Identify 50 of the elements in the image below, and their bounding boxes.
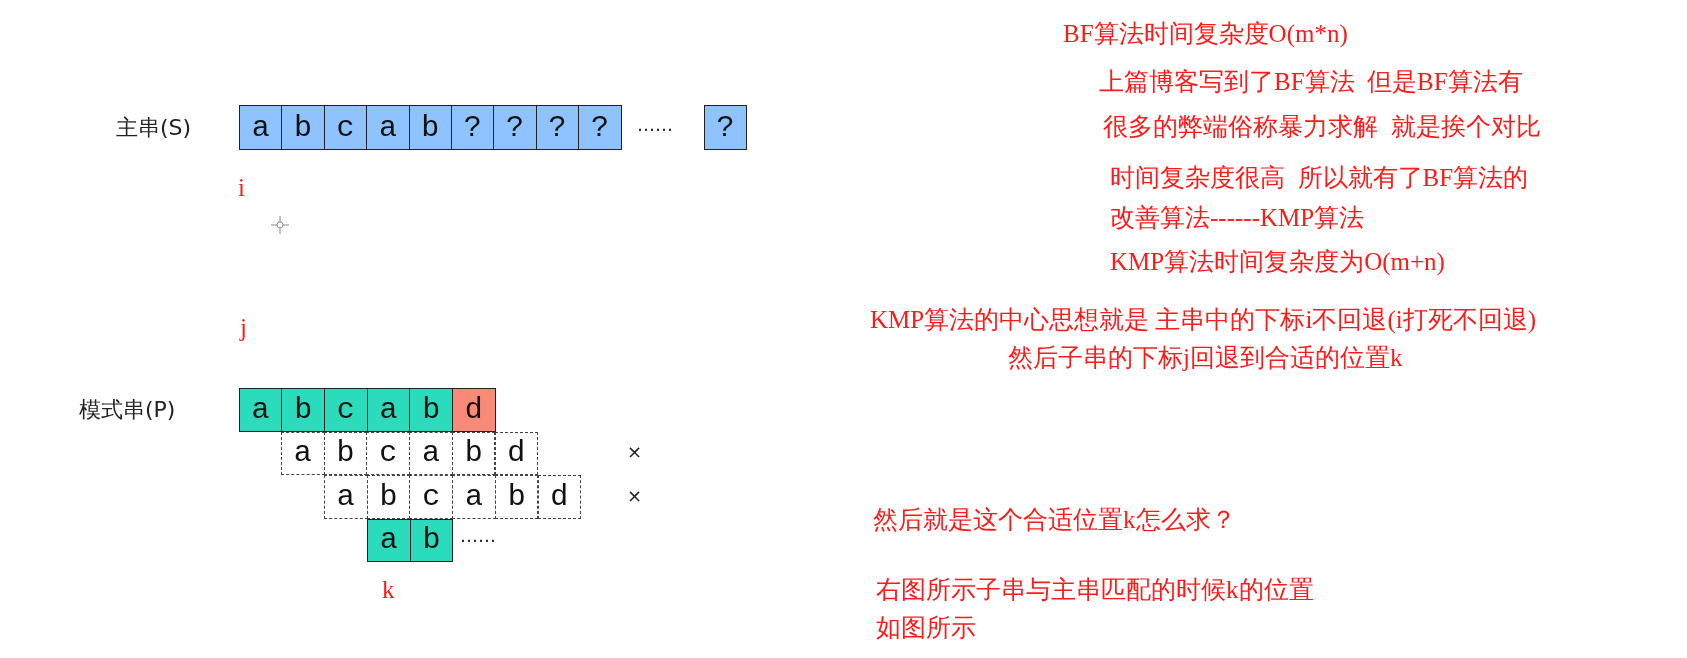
shift-cell: b	[451, 431, 496, 475]
shift-cell: a	[409, 431, 453, 475]
string-cell: a	[366, 105, 410, 150]
shift-cell: d	[537, 475, 582, 519]
string-cell: a	[366, 388, 411, 432]
shift-cell: c	[409, 475, 454, 519]
string-cell: b	[409, 518, 454, 562]
shift-cell: c	[366, 431, 411, 475]
string-cell: a	[238, 388, 283, 432]
index-label: j	[240, 313, 247, 343]
note-text: 然后子串的下标j回退到合适的位置k	[1008, 343, 1403, 373]
note-text: 如图所示	[876, 613, 976, 643]
row-label: 模式串(P)	[79, 396, 176, 424]
cross-mark: ×	[627, 441, 643, 463]
note-text: 改善算法------KMP算法	[1110, 203, 1365, 233]
shift-cell: b	[323, 431, 368, 475]
note-text: 时间复杂度很高 所以就有了BF算法的	[1110, 163, 1529, 193]
index-label: i	[238, 173, 245, 203]
note-text: 上篇博客写到了BF算法 但是BF算法有	[1099, 67, 1523, 97]
shift-cell: d	[494, 431, 539, 475]
string-cell: ?	[704, 105, 747, 150]
string-cell: b	[408, 105, 452, 150]
string-cell: d	[452, 388, 496, 432]
index-label: k	[382, 575, 395, 605]
string-cell: b	[281, 105, 325, 150]
row-label: 主串(S)	[116, 114, 192, 142]
note-text: KMP算法时间复杂度为O(m+n)	[1110, 247, 1445, 277]
note-text: KMP算法的中心思想就是 主串中的下标i不回退(i打死不回退)	[870, 305, 1536, 335]
cross-mark: ×	[627, 485, 643, 507]
string-cell: c	[323, 105, 368, 150]
note-text: BF算法时间复杂度O(m*n)	[1063, 19, 1348, 49]
string-cell: c	[324, 388, 368, 432]
note-text: 右图所示子串与主串匹配的时候k的位置	[876, 575, 1314, 605]
string-cell: ?	[578, 105, 622, 150]
shift-cell: a	[452, 475, 496, 519]
string-cell: ?	[493, 105, 537, 150]
string-cell: ?	[535, 105, 580, 150]
shift-cell: b	[494, 475, 539, 519]
note-text: 很多的弊端俗称暴力求解 就是挨个对比	[1103, 112, 1541, 142]
shift-cell: b	[366, 475, 411, 519]
ellipsis: ……	[637, 114, 673, 136]
shift-cell: a	[281, 431, 325, 475]
shift-cell: a	[324, 475, 368, 519]
string-cell: b	[281, 388, 325, 432]
string-cell: b	[409, 388, 454, 432]
string-cell: a	[239, 105, 283, 150]
string-cell: ?	[451, 105, 495, 150]
ellipsis: ……	[460, 525, 496, 547]
note-text: 然后就是这个合适位置k怎么求？	[873, 505, 1236, 535]
string-cell: a	[367, 518, 411, 562]
